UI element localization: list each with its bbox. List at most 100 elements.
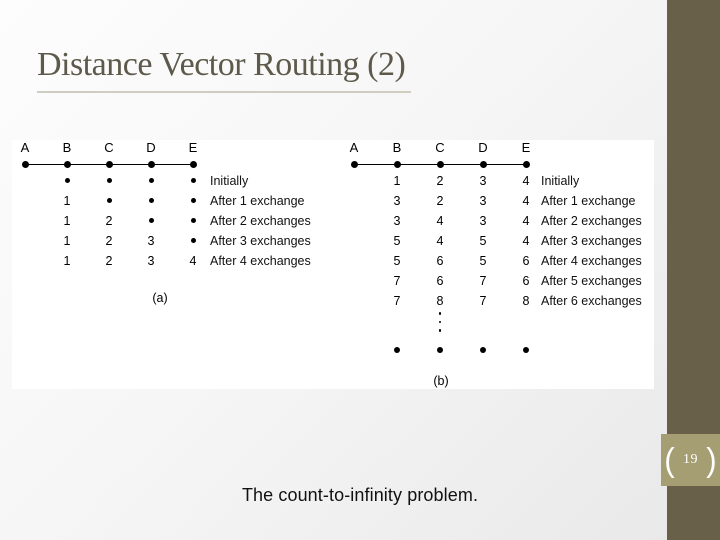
node-label: B <box>62 140 72 155</box>
distance-cell: 6 <box>436 254 444 268</box>
row-label: After 5 exchanges <box>541 274 642 288</box>
node-dot <box>189 161 197 168</box>
distance-cell: 5 <box>393 234 401 248</box>
bullet-dot <box>437 346 443 353</box>
node-dot <box>522 161 530 168</box>
row-label: After 1 exchange <box>541 194 636 208</box>
table-row: Initially <box>13 171 323 191</box>
bullet-dot <box>190 218 196 224</box>
bullet-dot <box>106 178 112 184</box>
table-row-final <box>342 340 652 360</box>
node-label: E <box>521 140 531 155</box>
open-paren-icon: ( <box>664 440 675 478</box>
bullet-dot <box>394 346 400 353</box>
distance-cell: 3 <box>393 194 401 208</box>
distance-cell: 3 <box>479 194 487 208</box>
table-row: 1 2 3 4 Initially <box>342 171 652 191</box>
distance-cell: 2 <box>436 194 444 208</box>
distance-cell: 3 <box>393 214 401 228</box>
bullet-dot <box>190 178 196 184</box>
ellipsis-dot <box>438 329 441 332</box>
distance-cell: 2 <box>105 234 113 248</box>
distance-cell: 2 <box>105 214 113 228</box>
table-row: 7 6 7 6 After 5 exchanges <box>342 271 652 291</box>
distance-cell: 2 <box>105 254 113 268</box>
distance-cell: 7 <box>393 274 401 288</box>
distance-cell: 4 <box>436 234 444 248</box>
node-dot <box>147 161 155 168</box>
diagram-a-caption: (a) <box>152 291 168 305</box>
distance-cell: 7 <box>393 294 401 308</box>
node-dot <box>21 161 29 168</box>
node-dot <box>350 161 358 168</box>
distance-cell: 6 <box>522 274 530 288</box>
close-paren-icon: ) <box>706 440 717 478</box>
diagram-b-caption: (b) <box>433 374 449 388</box>
row-label: After 2 exchanges <box>541 214 642 228</box>
distance-cell: 4 <box>522 234 530 248</box>
page-number: 19 <box>683 452 698 467</box>
row-label: After 3 exchanges <box>210 234 311 248</box>
bullet-dot <box>480 346 486 353</box>
ellipsis-dot <box>438 312 441 315</box>
distance-cell: 3 <box>147 254 155 268</box>
bullet-dot <box>190 238 196 244</box>
distance-cell: 4 <box>436 214 444 228</box>
bullet-dot <box>523 346 529 353</box>
page-title: Distance Vector Routing (2) <box>37 42 412 93</box>
distance-cell: 6 <box>522 254 530 268</box>
distance-cell <box>142 171 160 191</box>
distance-cell: 1 <box>63 194 71 208</box>
row-label: Initially <box>210 174 249 188</box>
bullet-dot <box>148 198 154 204</box>
distance-cell <box>58 171 76 191</box>
row-label: After 1 exchange <box>210 194 305 208</box>
node-label: A <box>349 140 359 155</box>
distance-cell: 4 <box>522 194 530 208</box>
distance-cell <box>517 340 535 360</box>
node-label: A <box>20 140 30 155</box>
distance-cell <box>142 191 160 211</box>
bullet-dot <box>190 198 196 204</box>
distance-cell <box>431 340 449 360</box>
distance-cell: 1 <box>393 174 401 188</box>
distance-cell: 1 <box>63 234 71 248</box>
node-label: C <box>435 140 445 155</box>
distance-cell <box>474 340 492 360</box>
distance-cell <box>100 191 118 211</box>
node-dot <box>479 161 487 168</box>
bullet-dot <box>148 178 154 184</box>
distance-cell <box>184 231 202 251</box>
distance-cell <box>142 211 160 231</box>
distance-cell: 4 <box>522 174 530 188</box>
row-label: After 3 exchanges <box>541 234 642 248</box>
distance-cell: 3 <box>147 234 155 248</box>
distance-cell: 6 <box>436 274 444 288</box>
bullet-dot <box>64 178 70 184</box>
node-label: E <box>188 140 198 155</box>
node-dot <box>436 161 444 168</box>
distance-cell: 1 <box>63 254 71 268</box>
distance-cell: 3 <box>479 174 487 188</box>
row-label: Initially <box>541 174 580 188</box>
table-row: 1 2 3 After 3 exchanges <box>13 231 323 251</box>
bullet-dot <box>148 218 154 224</box>
table-row: 1 2 After 2 exchanges <box>13 211 323 231</box>
page-number-badge: ( 19 ) <box>661 434 720 486</box>
distance-cell: 7 <box>479 294 487 308</box>
distance-cell: 8 <box>436 294 444 308</box>
node-dot <box>63 161 71 168</box>
node-label: D <box>478 140 488 155</box>
row-label: After 2 exchanges <box>210 214 311 228</box>
distance-cell: 2 <box>436 174 444 188</box>
table-row: 1 After 1 exchange <box>13 191 323 211</box>
distance-cell: 7 <box>479 274 487 288</box>
distance-cell: 1 <box>63 214 71 228</box>
